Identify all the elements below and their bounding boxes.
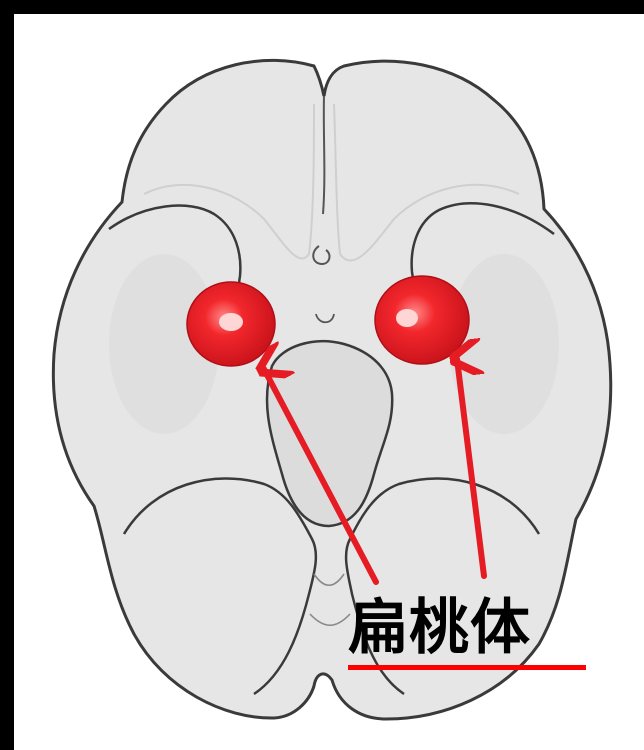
diagram-panel: 扁桃体 [14, 14, 644, 750]
amygdala-label: 扁桃体 [348, 598, 531, 658]
left-amygdala-shine [219, 313, 243, 331]
label-underline [348, 665, 586, 670]
right-amygdala [375, 276, 469, 364]
brain-illustration [14, 14, 644, 750]
right-amygdala-shine [396, 309, 418, 327]
